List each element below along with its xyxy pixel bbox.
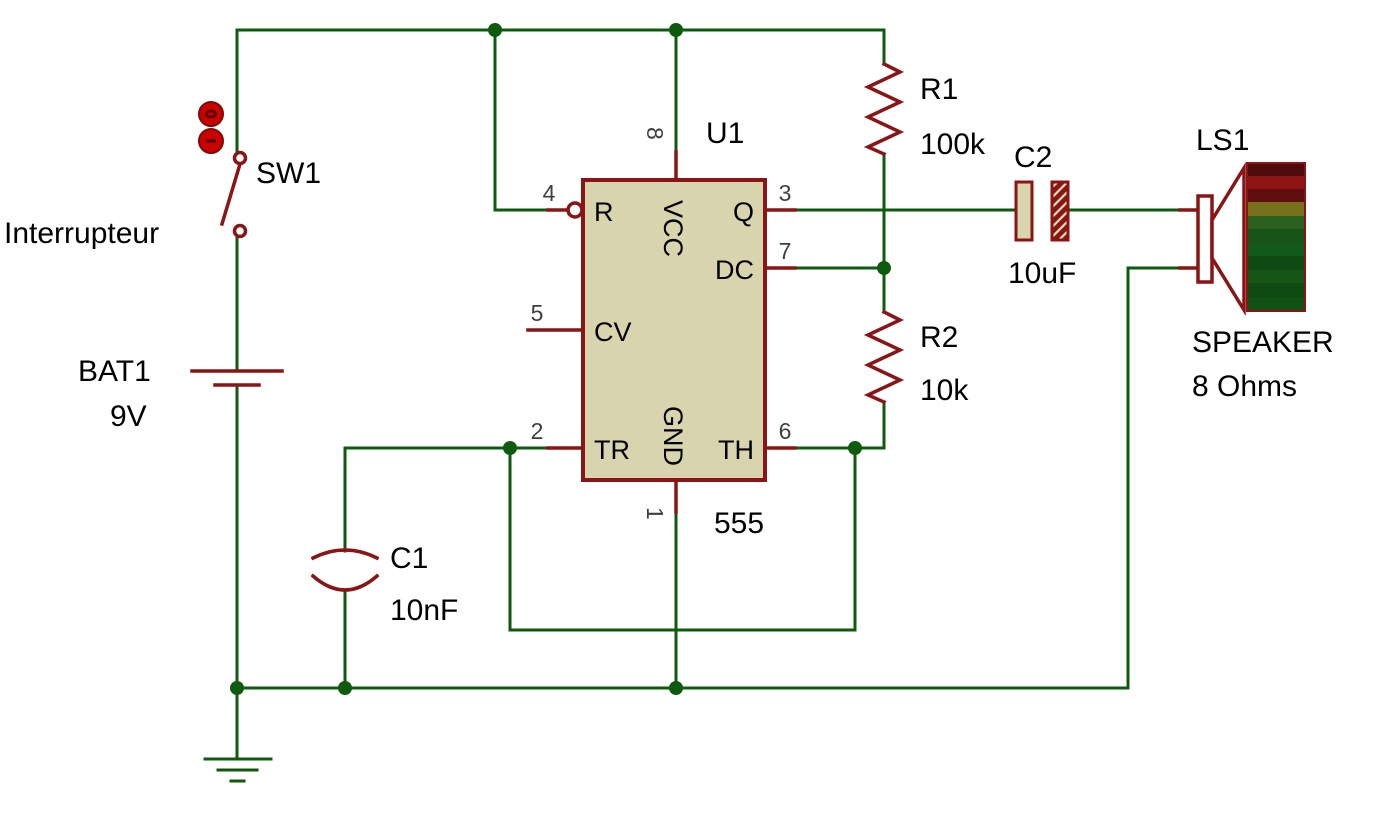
switch-terminal[interactable] <box>232 150 248 166</box>
speaker-ls1[interactable] <box>1178 161 1306 317</box>
label-r2-value: 10k <box>920 374 969 407</box>
label-r1-ref: R1 <box>920 73 958 106</box>
pin-name-cv: CV <box>594 317 632 347</box>
junction-dot <box>338 681 352 695</box>
junction-dot <box>669 681 683 695</box>
speaker-horn[interactable] <box>1210 161 1246 317</box>
switch-actuator-icon[interactable] <box>198 101 224 127</box>
pin-number-8: 8 <box>642 127 668 140</box>
pin-name-q: Q <box>733 197 754 227</box>
magnet-stripe <box>1247 202 1305 216</box>
wire-tr-th-loop[interactable] <box>508 446 857 632</box>
junction-dot <box>848 441 862 455</box>
label-bat1-value: 9V <box>110 400 147 433</box>
switch-lever[interactable] <box>219 161 243 227</box>
junction-dot <box>488 23 502 37</box>
junction-dots <box>230 23 891 695</box>
magnet-stripe <box>1247 270 1305 283</box>
junction-dot <box>877 261 891 275</box>
magnet-stripe <box>1247 229 1305 243</box>
pin-number-2: 2 <box>531 418 544 444</box>
battery-bat1[interactable] <box>190 369 284 387</box>
pin-name-gnd: GND <box>658 406 688 466</box>
capacitor-plate-negative[interactable] <box>1050 180 1070 242</box>
resistor-r2[interactable] <box>863 309 905 405</box>
capacitor-c1[interactable] <box>310 548 380 592</box>
label-c2-value: 10uF <box>1008 257 1076 290</box>
speaker-coil[interactable] <box>1196 194 1214 284</box>
magnet-stripe <box>1247 243 1305 256</box>
magnet-stripe <box>1247 256 1305 270</box>
pin-number-1: 1 <box>642 507 668 520</box>
resistor-zigzag[interactable] <box>863 61 905 157</box>
magnet-stripe <box>1247 189 1305 202</box>
pin-number-4: 4 <box>543 180 556 206</box>
pin-name-r: R <box>594 197 614 227</box>
magnet-stripe <box>1247 163 1305 176</box>
ground-symbol[interactable] <box>203 757 273 783</box>
switch-sw1[interactable] <box>198 101 248 239</box>
pin-name-dc: DC <box>715 255 754 285</box>
label-sw1-name: Interrupteur <box>4 217 159 250</box>
pin-name-tr: TR <box>594 435 630 465</box>
capacitor-plate-bottom[interactable] <box>310 573 380 592</box>
label-bat1-ref: BAT1 <box>78 355 151 388</box>
junction-dot <box>669 23 683 37</box>
pin-number-7: 7 <box>779 238 792 264</box>
resistor-zigzag[interactable] <box>863 309 905 405</box>
pin-number-3: 3 <box>779 180 792 206</box>
magnet-stripe <box>1247 297 1305 311</box>
annotations: SW1 Interrupteur BAT1 9V U1 555 R1 100k … <box>4 73 1334 627</box>
ic-u1-555[interactable]: R CV TR Q DC TH VCC GND 4 5 2 3 7 6 8 1 <box>526 127 797 520</box>
switch-mark-0 <box>205 109 217 119</box>
resistor-r1[interactable] <box>863 61 905 157</box>
label-sw1-ref: SW1 <box>256 157 321 190</box>
capacitor-plate-positive[interactable] <box>1014 180 1034 242</box>
label-ls1-ref: LS1 <box>1196 124 1249 157</box>
pin-name-th: TH <box>718 435 754 465</box>
label-r2-ref: R2 <box>920 321 958 354</box>
label-u1-value: 555 <box>714 507 764 540</box>
magnet-stripe <box>1247 216 1305 229</box>
pin-number-6: 6 <box>779 418 792 444</box>
magnet-stripe <box>1247 283 1305 297</box>
label-r1-value: 100k <box>920 128 986 161</box>
pin-name-vcc: VCC <box>658 200 688 257</box>
junction-dot <box>230 681 244 695</box>
label-c1-value: 10nF <box>390 594 458 627</box>
junction-dot <box>503 441 517 455</box>
label-c2-ref: C2 <box>1014 141 1052 174</box>
label-ls1-type: SPEAKER <box>1192 326 1334 359</box>
wire-reset-branch[interactable] <box>493 28 550 212</box>
magnet-stripe <box>1247 176 1305 189</box>
reset-inversion-bubble-icon <box>566 201 584 219</box>
label-ls1-value: 8 Ohms <box>1192 370 1297 403</box>
switch-terminal[interactable] <box>232 223 248 239</box>
speaker-magnet[interactable] <box>1246 162 1306 312</box>
label-u1-ref: U1 <box>706 117 744 150</box>
label-c1-ref: C1 <box>390 542 428 575</box>
magnet-outline <box>1246 162 1306 312</box>
capacitor-c2[interactable] <box>1014 180 1070 242</box>
capacitor-plate-top[interactable] <box>310 548 380 561</box>
pin-number-5: 5 <box>531 300 544 326</box>
